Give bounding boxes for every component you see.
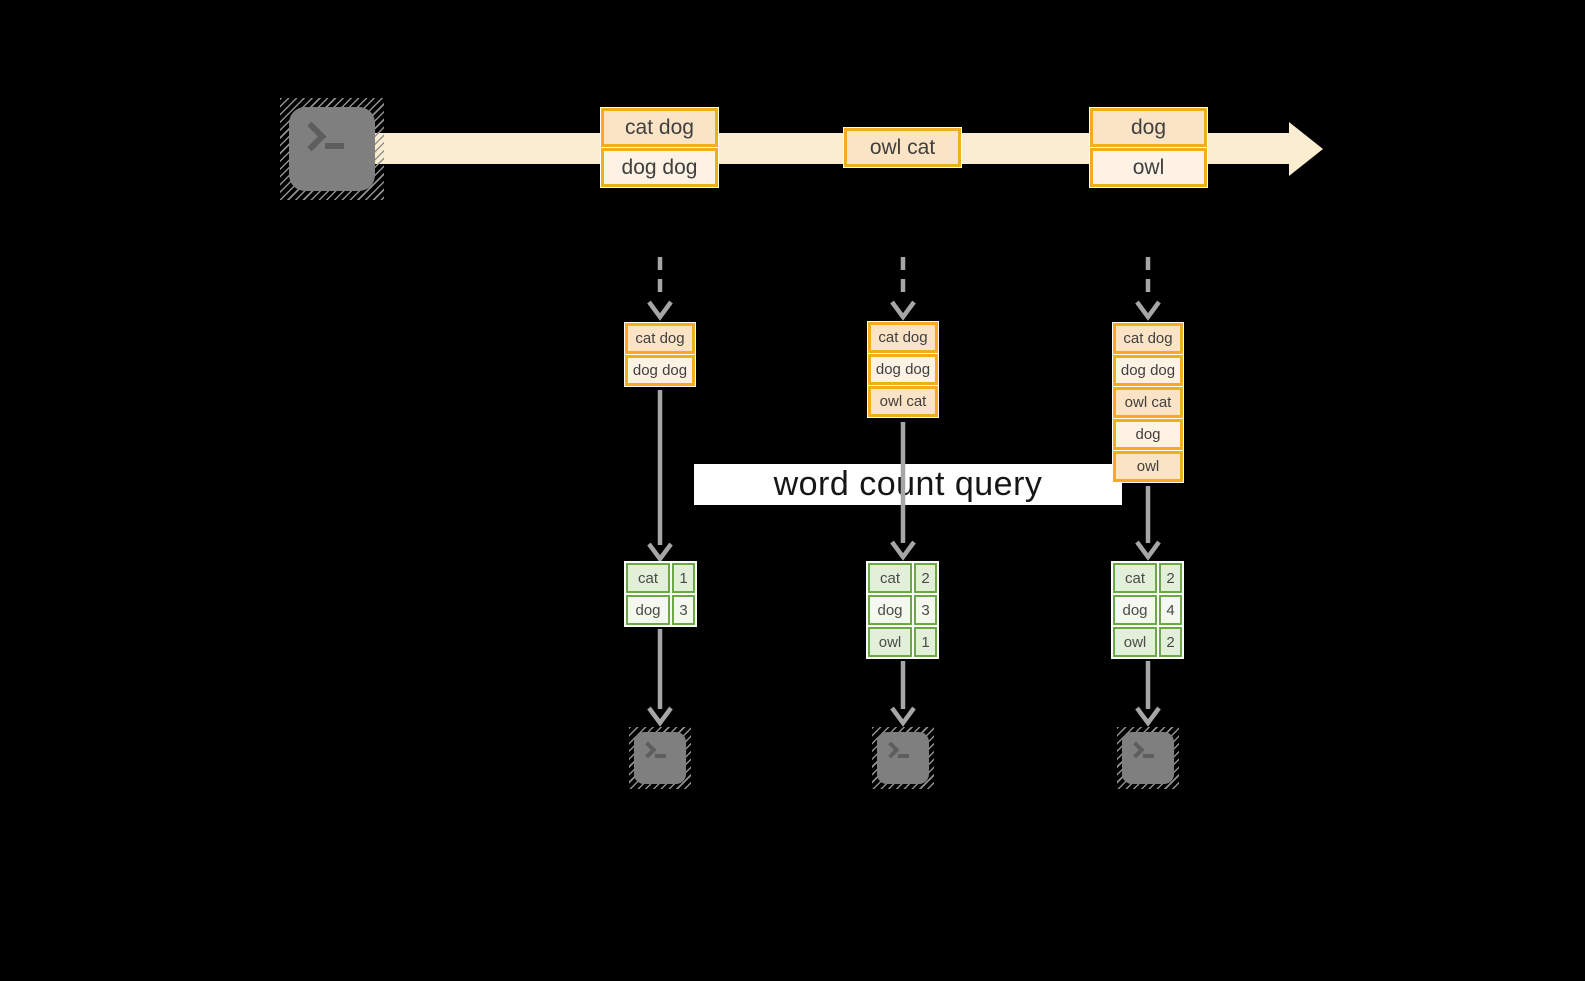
prompt-chevron-icon xyxy=(296,121,327,152)
count-cell: 1 xyxy=(672,563,695,593)
terminal-body xyxy=(877,732,929,784)
result-table-3: cat 2 dog 4 owl 2 xyxy=(1111,561,1184,659)
count-cell: 3 xyxy=(914,595,937,625)
terminal-source-icon xyxy=(280,98,384,200)
count-cell: 2 xyxy=(1159,563,1182,593)
input-row: dog xyxy=(1113,419,1183,450)
stream-batch-3: dog owl xyxy=(1089,107,1208,188)
table-row: owl 1 xyxy=(868,627,937,657)
count-cell: 2 xyxy=(1159,627,1182,657)
output-arrow-icon xyxy=(647,629,673,727)
query-label-band: word count query xyxy=(694,464,1122,505)
table-row: cat 2 xyxy=(1113,563,1182,593)
word-cell: dog xyxy=(1113,595,1157,625)
terminal-body xyxy=(1122,732,1174,784)
query-label: word count query xyxy=(773,465,1043,503)
input-row: cat dog xyxy=(625,323,695,354)
table-row: cat 2 xyxy=(868,563,937,593)
table-row: cat 1 xyxy=(626,563,695,593)
stream-record: owl cat xyxy=(844,128,961,167)
stream-batch-2: owl cat xyxy=(843,127,962,168)
query-arrow-icon xyxy=(1135,486,1161,561)
trigger-arrow-icon xyxy=(1135,257,1161,321)
output-arrow-icon xyxy=(890,661,916,727)
input-table-2: cat dog dog dog owl cat xyxy=(867,321,939,418)
count-cell: 4 xyxy=(1159,595,1182,625)
trigger-arrow-icon xyxy=(647,257,673,321)
result-table-2: cat 2 dog 3 owl 1 xyxy=(866,561,939,659)
terminal-body xyxy=(289,107,375,191)
input-row: owl xyxy=(1113,451,1183,482)
stream-record: dog xyxy=(1090,108,1207,147)
prompt-underscore-icon xyxy=(655,754,666,758)
word-cell: dog xyxy=(868,595,912,625)
input-table-3: cat dog dog dog owl cat dog owl xyxy=(1112,322,1184,483)
input-row: cat dog xyxy=(1113,323,1183,354)
table-row: owl 2 xyxy=(1113,627,1182,657)
terminal-body xyxy=(634,732,686,784)
word-cell: cat xyxy=(868,563,912,593)
terminal-sink-icon-3 xyxy=(1117,727,1179,789)
word-cell: dog xyxy=(626,595,670,625)
terminal-sink-icon-2 xyxy=(872,727,934,789)
input-table-1: cat dog dog dog xyxy=(624,322,696,387)
input-row: dog dog xyxy=(625,355,695,386)
prompt-underscore-icon xyxy=(1143,754,1154,758)
input-row: owl cat xyxy=(1113,387,1183,418)
input-row: dog dog xyxy=(1113,355,1183,386)
output-arrow-icon xyxy=(1135,661,1161,727)
query-arrow-icon xyxy=(647,390,673,563)
count-cell: 3 xyxy=(672,595,695,625)
table-row: dog 3 xyxy=(868,595,937,625)
count-cell: 2 xyxy=(914,563,937,593)
table-row: dog 3 xyxy=(626,595,695,625)
word-cell: cat xyxy=(626,563,670,593)
prompt-underscore-icon xyxy=(898,754,909,758)
stream-batch-1: cat dog dog dog xyxy=(600,107,719,188)
count-cell: 1 xyxy=(914,627,937,657)
stream-record: owl xyxy=(1090,148,1207,187)
stream-record: dog dog xyxy=(601,148,718,187)
table-row: dog 4 xyxy=(1113,595,1182,625)
input-row: dog dog xyxy=(868,354,938,385)
word-cell: owl xyxy=(868,627,912,657)
input-row: owl cat xyxy=(868,386,938,417)
terminal-sink-icon-1 xyxy=(629,727,691,789)
prompt-chevron-icon xyxy=(1127,741,1145,759)
prompt-chevron-icon xyxy=(639,741,657,759)
stream-timeline-arrowhead xyxy=(1289,122,1323,176)
input-row: cat dog xyxy=(868,322,938,353)
result-table-1: cat 1 dog 3 xyxy=(624,561,697,627)
trigger-arrow-icon xyxy=(890,257,916,321)
prompt-chevron-icon xyxy=(882,741,900,759)
stream-record: cat dog xyxy=(601,108,718,147)
word-cell: cat xyxy=(1113,563,1157,593)
word-cell: owl xyxy=(1113,627,1157,657)
prompt-underscore-icon xyxy=(325,143,344,149)
